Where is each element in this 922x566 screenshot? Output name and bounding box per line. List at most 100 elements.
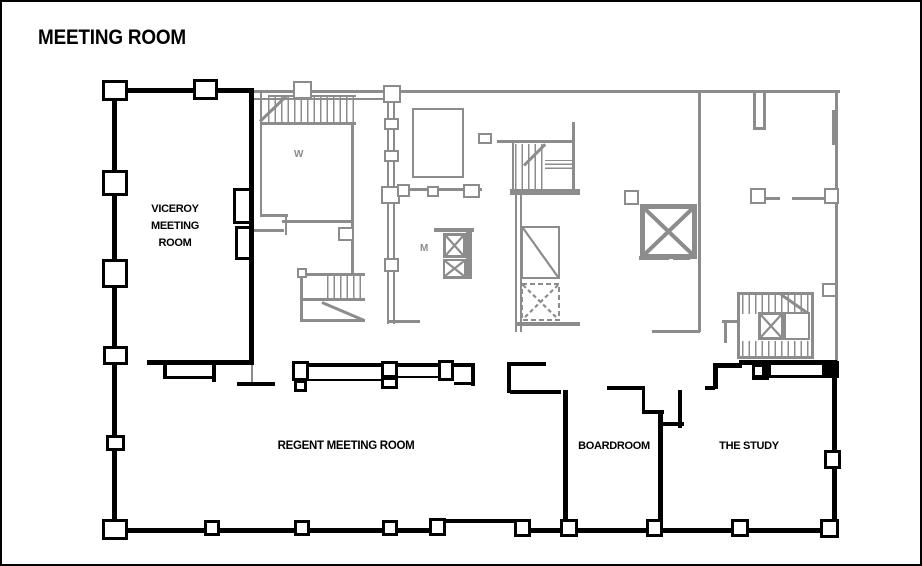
room-wall-segment: [660, 422, 684, 426]
column: [103, 346, 128, 365]
room-wall-segment: [112, 88, 254, 93]
elevator-shaft: [758, 312, 784, 340]
column: [381, 361, 398, 378]
column: [438, 360, 454, 381]
core-wall-segment: [282, 220, 354, 223]
column: [233, 188, 252, 224]
column: [820, 519, 839, 538]
room-label-the-study: THE STUDY: [719, 440, 779, 452]
column: [193, 79, 218, 100]
elevator-shaft: [443, 233, 466, 258]
core-wall-segment: [387, 93, 389, 324]
core-wall-segment: [466, 232, 472, 278]
gray-column: [427, 186, 439, 197]
column: [429, 518, 446, 536]
stair-treads: [742, 295, 810, 314]
column: [235, 226, 252, 260]
core-wall-segment: [811, 292, 814, 359]
core-wall-segment: [254, 90, 840, 93]
room-wall-segment: [112, 88, 117, 533]
room-wall-segment: [705, 386, 715, 390]
room-wall-segment: [445, 519, 516, 523]
room-wall-segment: [510, 362, 546, 366]
room-label-line: VICEROY: [151, 203, 199, 215]
gray-column: [412, 108, 464, 178]
gray-column: [750, 188, 766, 204]
room-wall-segment: [397, 376, 440, 378]
core-wall-segment: [300, 273, 303, 322]
column: [102, 259, 128, 288]
room-label-line: MEETING: [150, 220, 199, 232]
column: [382, 520, 398, 536]
room-wall-segment: [515, 528, 837, 533]
core-wall-segment: [753, 92, 756, 129]
room-wall-segment: [112, 528, 446, 533]
core-wall-segment: [739, 292, 813, 295]
gray-column: [384, 150, 399, 162]
column: [514, 519, 531, 537]
room-wall-segment: [147, 360, 254, 365]
elevator-shaft: [443, 259, 466, 278]
room-wall-segment: [658, 410, 663, 530]
core-wall-segment: [698, 92, 701, 332]
column: [102, 519, 128, 540]
core-wall-segment: [268, 95, 356, 97]
core-wall-segment: [302, 319, 365, 322]
core-wall-segment: [722, 320, 737, 323]
room-wall-segment: [309, 363, 383, 367]
core-wall-segment: [400, 188, 482, 191]
room-wall-segment: [713, 363, 718, 389]
room-wall-segment: [607, 386, 645, 390]
room-wall-segment: [678, 390, 682, 428]
gray-column: [463, 184, 480, 198]
marker-mens-washroom: M: [420, 243, 429, 254]
core-wall-segment: [753, 127, 766, 130]
stair-treads: [742, 341, 810, 356]
core-wall-segment: [515, 322, 580, 326]
elevator-shaft: [640, 204, 697, 259]
gray-column: [824, 188, 839, 204]
core-wall-segment: [434, 228, 474, 232]
core-wall-segment: [832, 110, 838, 145]
room-wall-segment: [507, 362, 511, 393]
core-wall-segment: [792, 197, 837, 200]
core-wall-segment: [285, 217, 287, 235]
column: [292, 361, 309, 381]
column-solid: [822, 361, 839, 378]
core-wall-segment: [737, 292, 740, 359]
column: [294, 380, 307, 392]
core-wall-segment: [512, 143, 514, 192]
room-wall-segment: [165, 376, 216, 379]
core-wall-segment: [260, 122, 356, 125]
room-wall-segment: [309, 379, 381, 381]
gray-column: [293, 81, 312, 99]
room-wall-segment: [452, 363, 475, 367]
core-wall-segment: [260, 125, 262, 216]
column: [560, 519, 578, 537]
column: [204, 520, 220, 536]
core-wall-segment: [763, 92, 766, 129]
column: [646, 519, 663, 537]
room-wall-segment: [563, 390, 568, 530]
core-wall-segment: [652, 330, 700, 333]
room-wall-segment: [718, 363, 742, 368]
core-wall-segment: [572, 122, 575, 193]
gray-column: [383, 85, 401, 103]
core-wall-segment: [752, 197, 780, 200]
room-wall-segment: [642, 388, 645, 414]
core-wall-segment: [387, 320, 420, 323]
column: [731, 519, 749, 537]
room-wall-segment: [397, 363, 440, 367]
room-label-regent-meeting-room: REGENT MEETING ROOM: [277, 440, 415, 452]
room-wall-segment: [510, 390, 561, 394]
column: [381, 377, 398, 389]
core-wall-segment: [260, 214, 288, 217]
room-wall-segment: [163, 360, 167, 379]
column: [824, 450, 841, 469]
dashed-shaft: [521, 283, 560, 321]
room-label-line: ROOM: [158, 237, 192, 249]
gray-column: [384, 258, 399, 272]
core-wall-segment: [351, 125, 354, 275]
marker-womens-washroom: W: [294, 149, 304, 160]
